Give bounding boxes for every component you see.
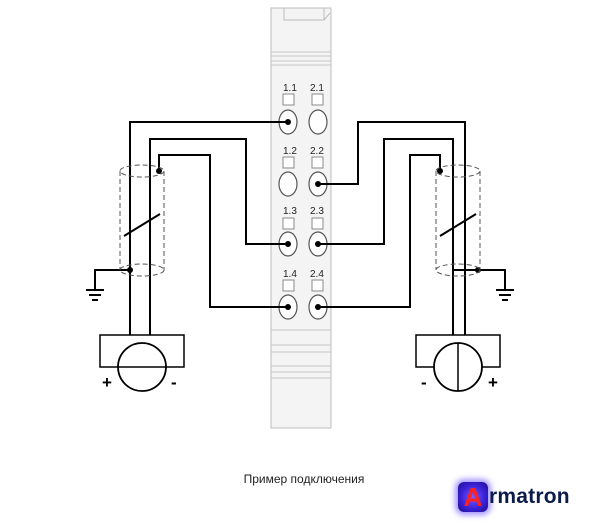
armatron-logo: A rmatron <box>458 480 570 514</box>
terminal-label-1-4: 1.4 <box>283 269 297 280</box>
status-led-squares <box>282 93 324 292</box>
cable-shield-left <box>119 164 165 277</box>
sensor-right-plus: + <box>488 373 498 392</box>
wires <box>94 121 506 335</box>
terminal-label-2-4: 2.4 <box>310 269 324 280</box>
logo-initial: A <box>458 482 488 512</box>
sensor-left <box>99 334 185 392</box>
terminal-label-2-2: 2.2 <box>310 146 324 157</box>
terminal-label-2-1: 2.1 <box>310 83 324 94</box>
terminal-label-1-1: 1.1 <box>283 83 297 94</box>
ground-icon <box>496 289 514 301</box>
twist-marks <box>123 213 477 237</box>
terminal-label-1-3: 1.3 <box>283 206 297 217</box>
sensor-right <box>415 334 501 392</box>
sensor-left-minus: - <box>171 373 177 392</box>
logo-text: rmatron <box>489 485 570 508</box>
sensor-left-plus: + <box>102 373 112 392</box>
diagram-caption: Пример подключения <box>243 472 365 486</box>
cable-shield-right <box>435 164 481 277</box>
sensor-right-minus: - <box>421 373 427 392</box>
terminal-label-1-2: 1.2 <box>283 146 297 157</box>
ground-icon <box>86 289 104 301</box>
terminal-label-2-3: 2.3 <box>310 206 324 217</box>
